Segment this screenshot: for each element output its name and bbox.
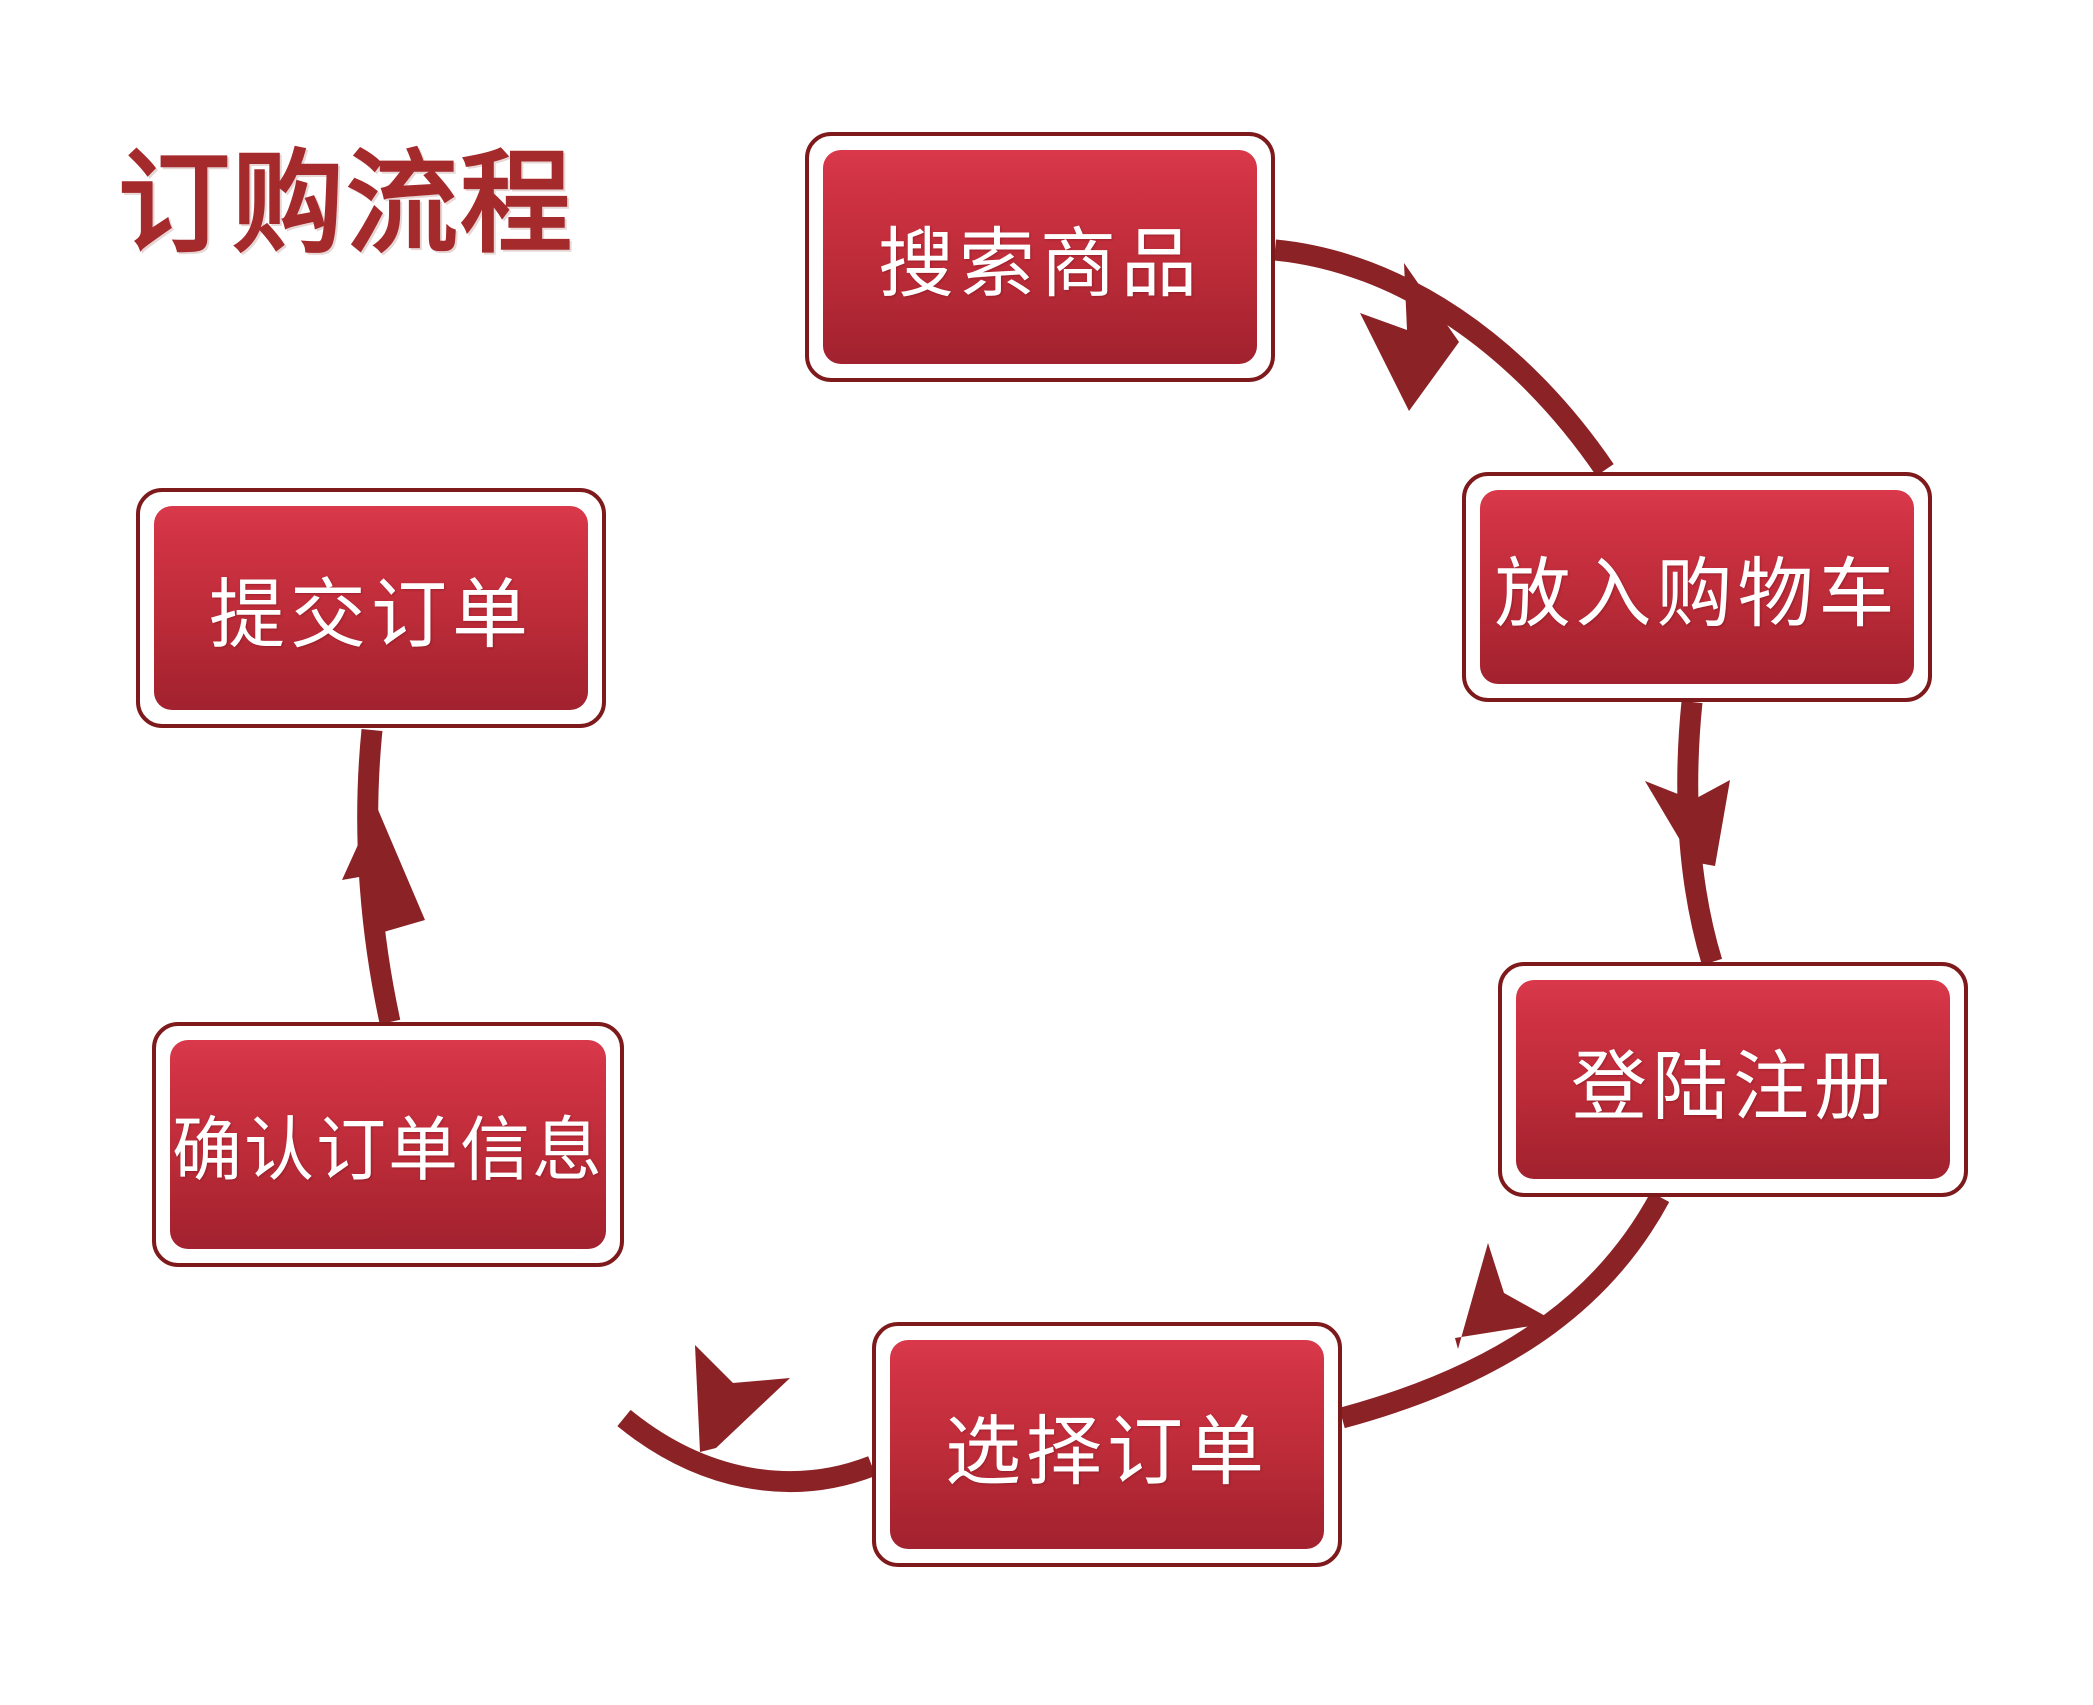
node-login-register[interactable]: 登陆注册 xyxy=(1498,962,1968,1197)
node-add-to-cart[interactable]: 放入购物车 xyxy=(1462,472,1932,702)
node-label: 搜索商品 xyxy=(878,219,1202,308)
node-plate: 选择订单 xyxy=(890,1340,1324,1549)
node-confirm-order-info[interactable]: 确认订单信息 xyxy=(152,1022,624,1267)
arrow-login-to-select xyxy=(1339,1192,1670,1429)
node-plate: 放入购物车 xyxy=(1480,490,1914,684)
node-search-product[interactable]: 搜索商品 xyxy=(805,132,1275,382)
node-label: 提交订单 xyxy=(209,570,533,659)
node-select-order[interactable]: 选择订单 xyxy=(872,1322,1342,1567)
arrow-select-to-confirm xyxy=(617,1345,876,1492)
node-plate: 搜索商品 xyxy=(823,150,1257,364)
node-plate: 登陆注册 xyxy=(1516,980,1950,1179)
arrow-search-to-cart xyxy=(1273,239,1614,476)
node-submit-order[interactable]: 提交订单 xyxy=(136,488,606,728)
arrow-confirm-to-submit xyxy=(342,728,425,1025)
page-title: 订购流程 xyxy=(118,139,574,269)
node-label: 放入购物车 xyxy=(1494,549,1900,638)
arrow-cart-to-login xyxy=(1645,700,1730,966)
node-plate: 确认订单信息 xyxy=(170,1040,606,1249)
node-label: 选择订单 xyxy=(945,1406,1269,1496)
node-label: 登陆注册 xyxy=(1571,1041,1895,1131)
node-plate: 提交订单 xyxy=(154,506,588,710)
node-label: 确认订单信息 xyxy=(172,1109,604,1191)
